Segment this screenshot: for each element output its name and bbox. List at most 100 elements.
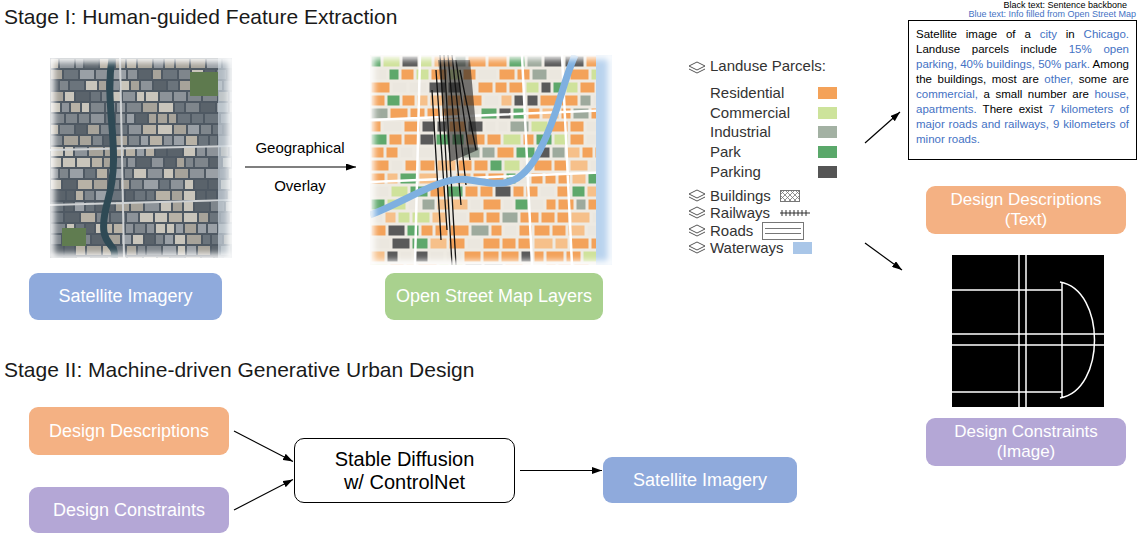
parcel: [423, 200, 435, 210]
city-block: [175, 169, 188, 178]
city-block: [195, 180, 207, 189]
city-block: [165, 235, 173, 244]
layer-icon: [689, 207, 705, 218]
stage-heading: Stage I: Human-guided Feature Extraction: [4, 4, 397, 29]
output-box: Satellite Imagery: [603, 457, 797, 503]
layer-icons: [689, 62, 705, 253]
image-label-box: Open Street Map Layers: [385, 273, 603, 320]
city-block: [128, 70, 137, 79]
parcel: [514, 187, 524, 197]
parcel: [390, 70, 399, 80]
parcel: [522, 252, 532, 262]
parcel: [547, 200, 556, 210]
parcel: [535, 226, 550, 236]
city-block: [94, 180, 107, 189]
box-label: Design Constraints: [53, 500, 205, 521]
legend-item: Parking: [710, 163, 837, 181]
parcel: [388, 96, 400, 106]
city-block: [60, 125, 74, 134]
sentence-backbone: a small number are: [984, 88, 1089, 100]
parcel: [421, 135, 434, 145]
parcel: [372, 83, 390, 93]
city-block: [143, 125, 156, 134]
city-block: [174, 136, 184, 145]
city-block: [197, 191, 205, 200]
parcel: [587, 122, 598, 132]
road-constraint-image: [952, 255, 1104, 407]
parcel: [581, 96, 591, 106]
city-block: [63, 180, 76, 189]
parcel: [584, 252, 598, 262]
sentence-backbone: Landuse parcels include: [916, 43, 1057, 55]
major-roads: [50, 58, 232, 258]
city-block: [67, 191, 74, 200]
city-block: [87, 246, 101, 255]
city-block: [176, 224, 183, 233]
city-block: [70, 81, 84, 90]
filled-info: commercial,: [916, 88, 978, 100]
city-block: [140, 213, 153, 222]
city-block: [178, 114, 190, 123]
parcel: [405, 135, 418, 145]
legend-symbol: [762, 222, 804, 240]
legend-heading: Landuse Parcels:: [710, 57, 826, 75]
parcel: [484, 239, 500, 249]
city-block: [60, 81, 68, 90]
city-block: [197, 147, 205, 156]
city-block: [127, 246, 136, 255]
city-block: [177, 158, 184, 167]
city-block: [175, 235, 185, 244]
parcel: [505, 161, 520, 171]
flow-arrow: [234, 480, 293, 511]
parcel: [384, 122, 402, 132]
box-label: Design Constraints (Image): [934, 422, 1118, 461]
city-block: [156, 191, 170, 200]
parcel: [555, 161, 568, 171]
parcel: [502, 252, 519, 262]
city-block: [165, 158, 175, 167]
annotation-note: Blue text: Info filled from Open Street …: [968, 9, 1136, 20]
satellite-image: [50, 58, 232, 258]
parcel: [571, 135, 584, 145]
box-label: Satellite Imagery: [58, 286, 192, 307]
city-block: [85, 169, 95, 178]
city-block: [70, 169, 83, 178]
parcel: [567, 83, 578, 93]
legend-text: Buildings: [710, 187, 771, 205]
parcel: [438, 122, 447, 132]
parcel: [399, 213, 410, 223]
city-block: [76, 246, 85, 255]
parcel: [503, 239, 516, 249]
box-label: Design Descriptions (Text): [934, 190, 1118, 229]
description-box: Satellite image of a city in Chicago. La…: [908, 20, 1137, 160]
parcel: [553, 226, 566, 236]
parcel: [402, 70, 414, 80]
parcel: [581, 83, 595, 93]
city-block: [126, 224, 133, 233]
parcel: [436, 226, 448, 236]
legend-symbol: [780, 190, 800, 202]
legend-text: Commercial: [710, 104, 818, 122]
parcel: [499, 122, 508, 132]
city-block: [190, 169, 204, 178]
city-block: [76, 125, 86, 134]
city-block: [184, 213, 197, 222]
city-block: [86, 81, 97, 90]
parcel: [486, 122, 496, 132]
city-block: [92, 158, 102, 167]
parcel: [516, 200, 528, 210]
city-block: [161, 202, 171, 211]
parcel: [556, 239, 568, 249]
city-block: [144, 180, 158, 189]
output-label-box: Design Descriptions (Text): [926, 186, 1126, 234]
sentence-backbone: some are: [1079, 73, 1129, 85]
legend-item: Railways: [710, 204, 811, 222]
legend-text: Roads: [710, 222, 753, 240]
legend-text: Residential: [710, 84, 818, 102]
city-block: [79, 114, 89, 123]
city-block: [86, 224, 94, 233]
parcel: [390, 135, 402, 145]
parcel: [421, 161, 435, 171]
city-block: [184, 147, 195, 156]
